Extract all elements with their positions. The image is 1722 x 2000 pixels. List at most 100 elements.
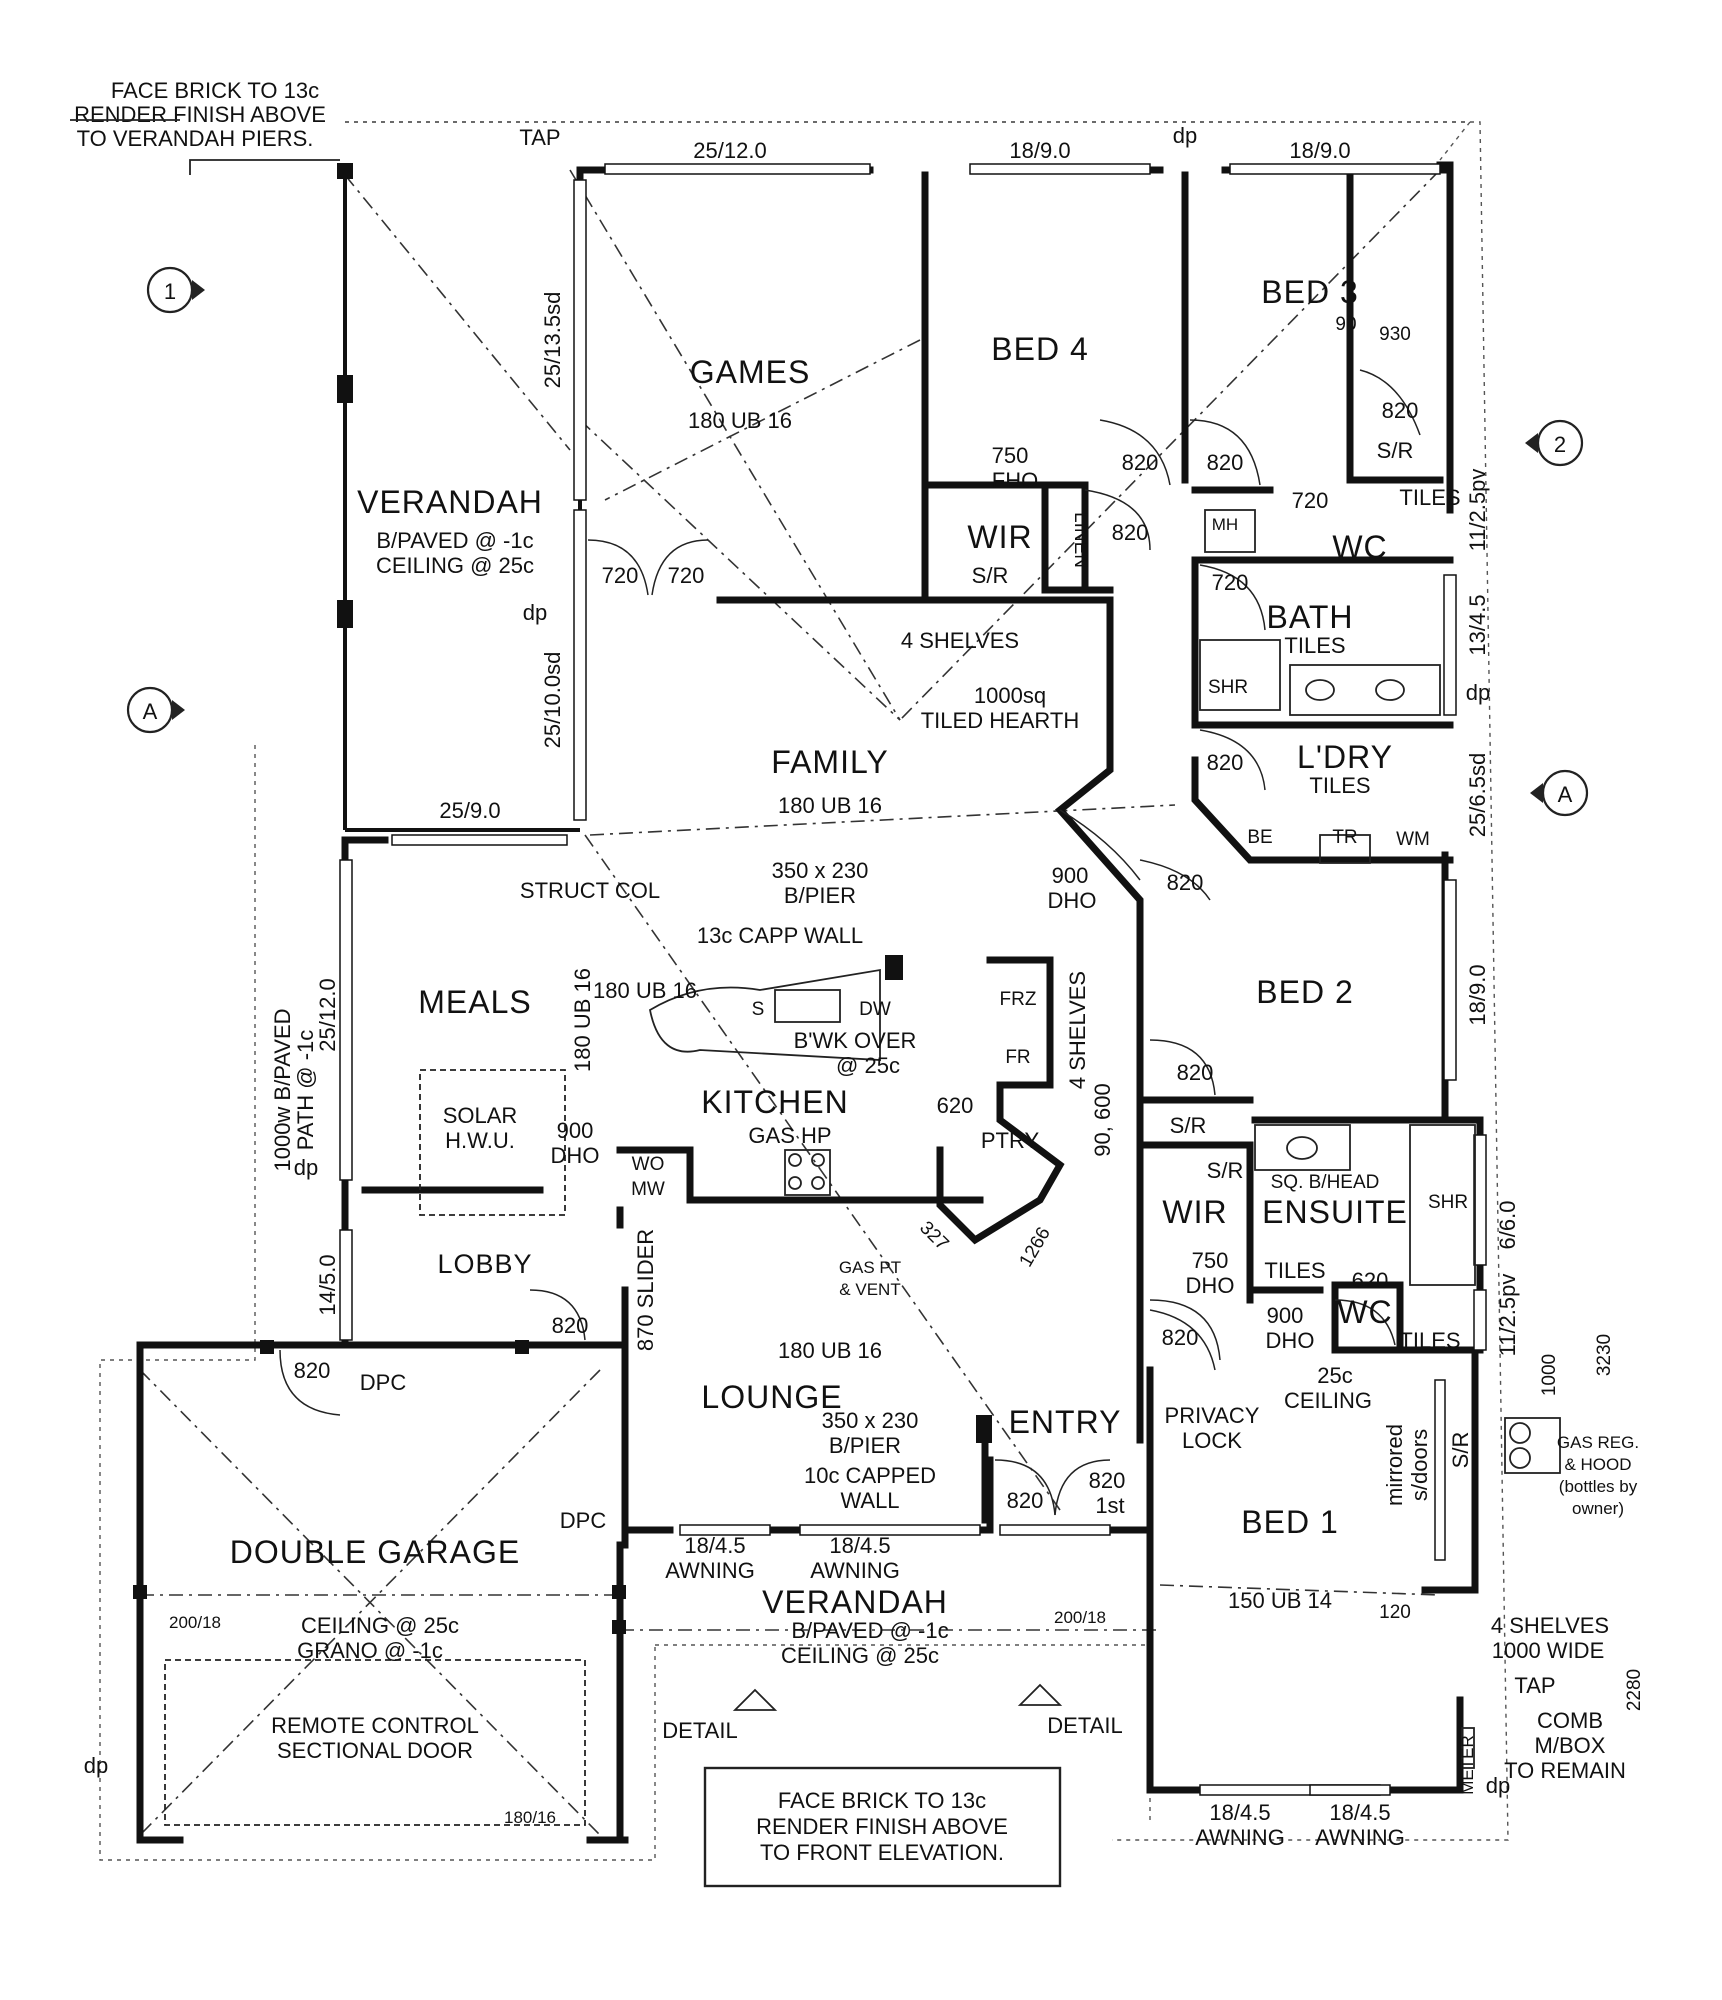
label-window-ensuite: 6/6.0 [1495, 1201, 1520, 1250]
note-face-brick-top-1: FACE BRICK TO 13c [111, 78, 319, 103]
label-dim-3230: 3230 [1594, 1334, 1615, 1376]
fixtures [164, 509, 1561, 1826]
note-garage-1: CEILING @ 25c [301, 1613, 459, 1638]
note-dho-meals-2: DHO [551, 1143, 600, 1168]
label-beam-family: 180 UB 16 [778, 793, 882, 818]
room-family: FAMILY [771, 744, 888, 780]
label-window-verandah-upper: 25/13.5sd [540, 292, 565, 389]
label-awning-4: 18/4.5 [1329, 1800, 1390, 1825]
room-ensuite: ENSUITE [1262, 1194, 1408, 1230]
note-verandah-side-1: B/PAVED @ -1c [376, 528, 533, 553]
label-detail-right: DETAIL [1047, 1713, 1122, 1738]
label-awning-3: 18/4.5 [1209, 1800, 1270, 1825]
label-window-bed2: 18/9.0 [1465, 964, 1490, 1025]
label-dp-bed1: dp [1486, 1773, 1510, 1798]
label-wo: WO [632, 1154, 665, 1175]
room-bed4: BED 4 [991, 331, 1088, 367]
label-window-meals-side: 25/12.0 [315, 978, 340, 1051]
room-lounge: LOUNGE [701, 1379, 842, 1415]
note-dho-750-2: DHO [1186, 1273, 1235, 1298]
label-sr-wir2: S/R [1207, 1158, 1244, 1183]
label-sr-bed1: S/R [1448, 1432, 1473, 1469]
label-awning-4b: AWNING [1315, 1825, 1405, 1850]
label-beam-bed1: 150 UB 14 [1228, 1588, 1332, 1613]
marker-section-2: 2 [1554, 432, 1566, 457]
note-face-brick-front-1: FACE BRICK TO 13c [778, 1788, 986, 1813]
label-door-wc2: 620 [1352, 1268, 1389, 1293]
label-wm: WM [1396, 829, 1430, 850]
windows [339, 163, 1487, 1796]
label-dp-top: dp [1173, 123, 1197, 148]
label-dpc-garage: DPC [360, 1370, 407, 1395]
label-detail-left: DETAIL [662, 1718, 737, 1743]
room-bed1: BED 1 [1241, 1504, 1338, 1540]
marker-section-1: 1 [164, 279, 176, 304]
label-awning-2: 18/4.5 [829, 1533, 890, 1558]
label-capp-wall: 13c CAPP WALL [697, 923, 863, 948]
note-face-brick-front-2: RENDER FINISH ABOVE [756, 1814, 1008, 1839]
label-sink: S [752, 999, 765, 1020]
marker-section-a-left: A [143, 699, 158, 724]
label-door-wc1: 720 [1292, 488, 1329, 513]
note-dho-meals-1: 900 [557, 1118, 594, 1143]
note-dho-750-1: 750 [1192, 1248, 1229, 1273]
label-window-wc2: 11/2.5pv [1495, 1274, 1520, 1357]
label-door-verandah-1: 720 [602, 563, 639, 588]
label-lintel-verandah: 200/18 [1054, 1608, 1106, 1627]
label-tiles-bath: TILES [1284, 633, 1345, 658]
note-fho-1: 750 [992, 443, 1029, 468]
label-window-lobby: 14/5.0 [315, 1254, 340, 1315]
label-shelves-family: 4 SHELVES [901, 628, 1019, 653]
room-laundry: L'DRY [1297, 739, 1393, 775]
label-shr-ensuite: SHR [1428, 1192, 1468, 1213]
label-door-bed2-sr: 820 [1177, 1060, 1214, 1085]
note-dho-wc-1: 900 [1267, 1303, 1304, 1328]
room-games: GAMES [690, 354, 811, 390]
note-dho-family-2: DHO [1048, 888, 1097, 913]
label-dim-120: 120 [1379, 1602, 1411, 1623]
label-door-entry: 820 [1007, 1488, 1044, 1513]
note-garage-door-1: REMOTE CONTROL [271, 1713, 479, 1738]
label-lintel-garage-door: 180/16 [504, 1808, 556, 1827]
label-pantry: PTRY [981, 1128, 1040, 1153]
label-door-bath-hall: 820 [1207, 450, 1244, 475]
label-window-meals-top: 25/9.0 [439, 798, 500, 823]
label-fr: FR [1005, 1047, 1030, 1068]
note-ceiling-bed1-1: 25c [1317, 1363, 1352, 1388]
label-window-laundry: 25/6.5sd [1465, 753, 1490, 837]
label-dpc-lounge: DPC [560, 1508, 607, 1533]
room-lobby: LOBBY [437, 1249, 532, 1279]
piers [133, 163, 992, 1634]
label-window-bed4: 18/9.0 [1009, 138, 1070, 163]
note-gas-reg-4: owner) [1572, 1499, 1624, 1518]
note-gas-reg-3: (bottles by [1559, 1477, 1638, 1496]
label-struct-col: STRUCT COL [520, 878, 660, 903]
label-dp-garage: dp [84, 1753, 108, 1778]
note-verandah-front-1: B/PAVED @ -1c [791, 1618, 948, 1643]
room-labels: GAMES BED 4 BED 3 VERANDAH WIR WC BATH F… [230, 274, 1408, 1620]
label-dp-path: dp [294, 1155, 318, 1180]
note-path-2: PATH @ -1c [293, 1030, 318, 1151]
note-hearth-1: 1000sq [974, 683, 1046, 708]
label-sr-bed2: S/R [1170, 1113, 1207, 1138]
label-tiles-wc2: TILES [1399, 1328, 1460, 1353]
doors [279, 369, 1421, 1516]
note-privacy-2: LOCK [1182, 1428, 1242, 1453]
label-linen: LINEN [1070, 512, 1091, 568]
note-garage-2: GRANO @ -1c [297, 1638, 443, 1663]
room-bed2: BED 2 [1256, 974, 1353, 1010]
note-verandah-side-2: CEILING @ 25c [376, 553, 534, 578]
note-face-brick-top-2: RENDER FINISH ABOVE [74, 102, 326, 127]
note-pier-entry-2: B/PIER [829, 1433, 901, 1458]
label-frz: FRZ [1000, 989, 1037, 1010]
note-face-brick-front-3: TO FRONT ELEVATION. [760, 1840, 1004, 1865]
label-be: BE [1247, 827, 1272, 848]
label-awning-1b: AWNING [665, 1558, 755, 1583]
note-shelves-br1-1: 4 SHELVES [1491, 1613, 1609, 1638]
room-bed3: BED 3 [1261, 274, 1358, 310]
label-door-lobby: 820 [552, 1313, 589, 1338]
note-comb-box-1: COMB [1537, 1708, 1603, 1733]
label-dim-1266: 1266 [1016, 1224, 1055, 1271]
note-gas-reg-1: GAS REG. [1557, 1433, 1639, 1452]
label-door-bed1: 820 [1162, 1325, 1199, 1350]
